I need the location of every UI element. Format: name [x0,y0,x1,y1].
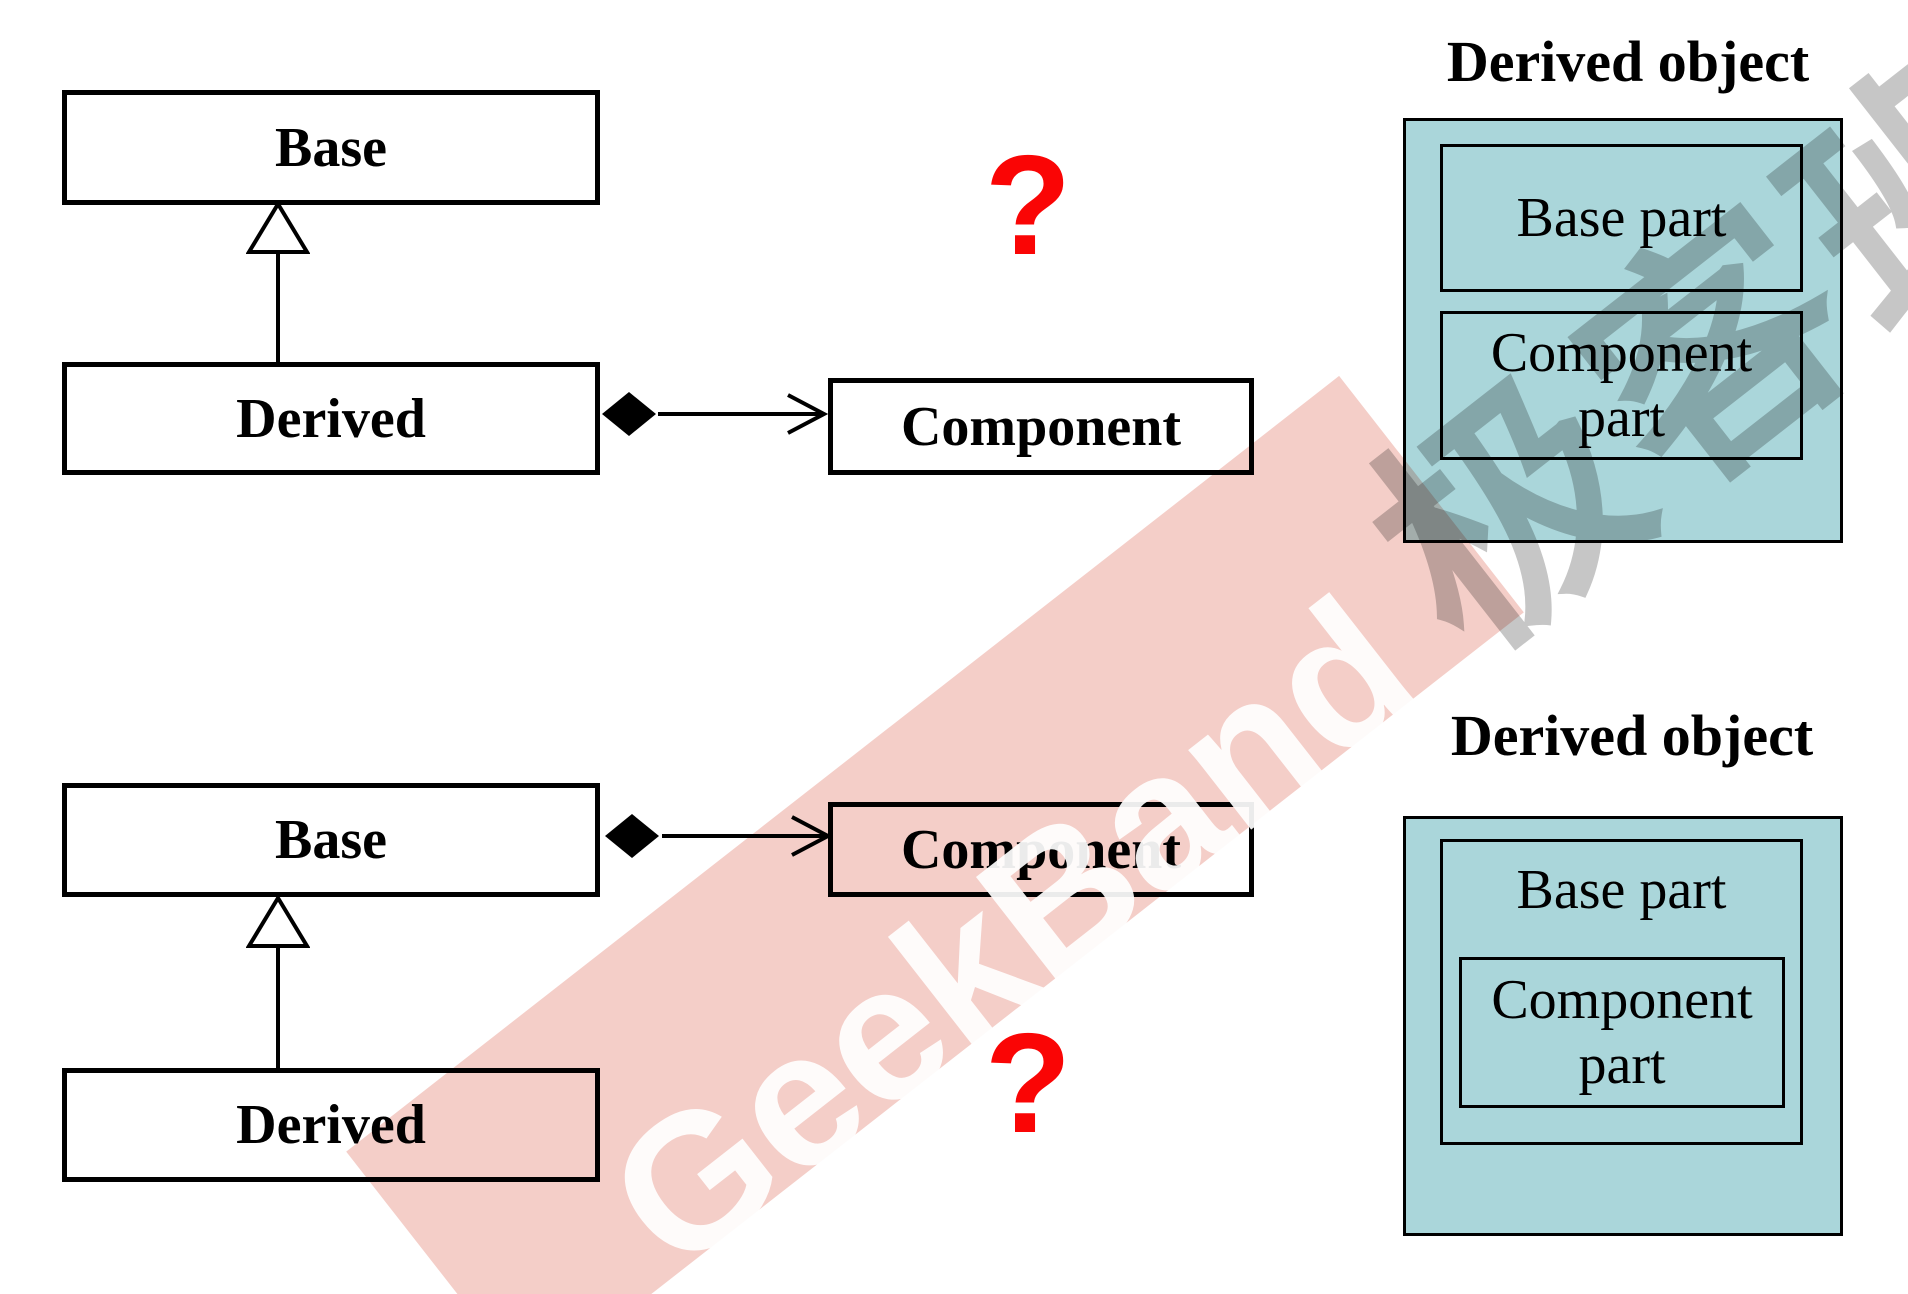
base-part-box-top: Base part [1440,144,1803,292]
class-box-base-top: Base [62,90,600,205]
object-title-bottom: Derived object [1450,703,1814,768]
question-mark-bottom: ? [984,1004,1072,1163]
question-mark-top: ? [984,126,1072,285]
component-part-line1-bottom: Component [1491,969,1753,1032]
composition-diamond-icon [602,392,656,436]
class-label-derived-top: Derived [236,387,426,450]
derived-object-box-bottom [1403,816,1843,1236]
association-arrow-icon [658,393,828,435]
inheritance-line-bottom [276,946,280,1068]
class-label-base-bottom: Base [275,809,387,871]
derived-object-box-top [1403,118,1843,543]
class-box-component-top: Component [828,378,1254,475]
component-part-line1-top: Component [1490,322,1753,385]
class-box-base-bottom: Base [62,783,600,897]
object-title-top: Derived object [1446,29,1810,94]
base-part-label-bottom: Base part [1516,859,1727,921]
base-part-label-top: Base part [1516,186,1727,249]
component-part-line2-top: part [1577,386,1666,449]
component-part-line2-bottom: part [1578,1033,1666,1096]
base-part-box-bottom: Base part [1440,839,1803,1145]
composition-diamond-icon [605,814,659,858]
component-part-box-bottom: Component part [1459,957,1785,1108]
component-part-box-top: Component part [1440,311,1803,460]
class-label-base-top: Base [275,116,387,179]
inheritance-line-top [276,252,280,362]
class-label-component-top: Component [900,395,1182,458]
class-box-derived-top: Derived [62,362,600,475]
inheritance-triangle-icon [246,895,310,948]
inheritance-triangle-icon [246,201,310,254]
